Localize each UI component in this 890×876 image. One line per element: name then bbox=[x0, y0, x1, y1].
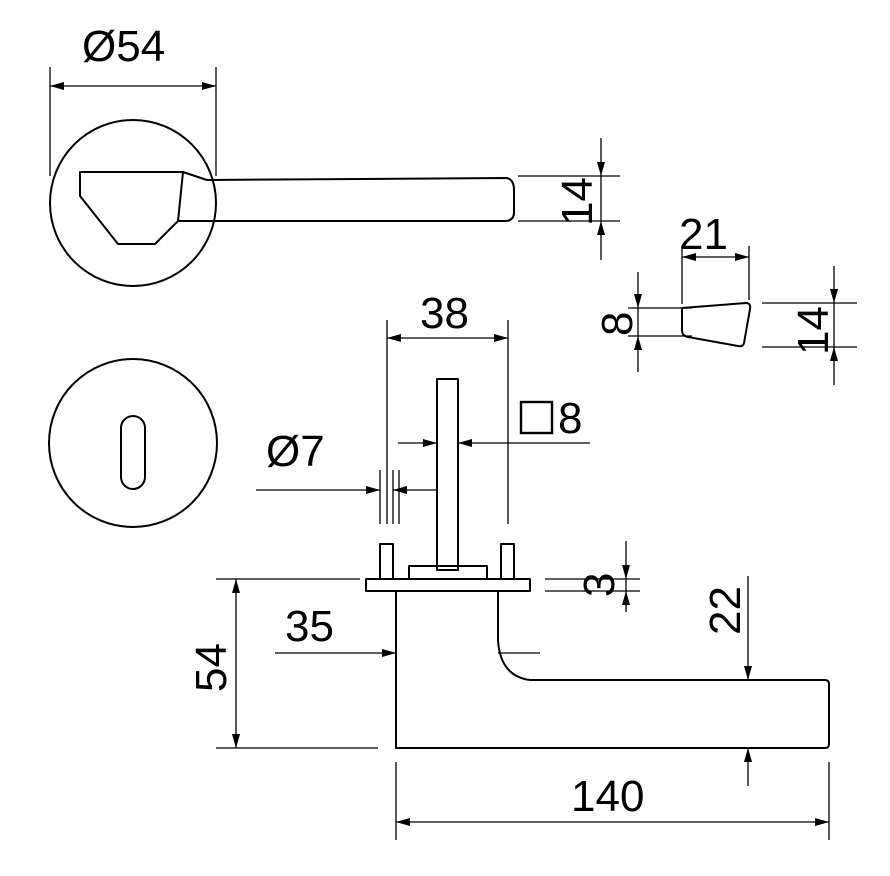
profile-width-label: 21 bbox=[679, 210, 728, 259]
lever-length-label: 140 bbox=[571, 772, 644, 821]
keyhole bbox=[120, 415, 146, 490]
screw-diameter-label: Ø7 bbox=[266, 427, 325, 476]
rose-thickness-dimension: 3 bbox=[545, 541, 640, 612]
lever-side-view bbox=[365, 378, 830, 749]
square-symbol bbox=[519, 400, 554, 435]
lever-height-dimension: 14 bbox=[518, 138, 620, 260]
projection-label: 38 bbox=[420, 289, 469, 338]
rose-diameter-label: Ø54 bbox=[82, 22, 165, 71]
key-escutcheon bbox=[48, 358, 218, 528]
profile-width-dimension: 21 bbox=[679, 210, 750, 304]
lever-depth-dimension: 54 bbox=[187, 578, 378, 749]
screw-diameter-dimension: Ø7 bbox=[256, 427, 437, 524]
lever-length-dimension: 140 bbox=[395, 762, 830, 840]
profile-height-label: 14 bbox=[789, 306, 838, 355]
profile-top-label: 8 bbox=[593, 312, 642, 336]
lever-offset-dimension: 22 bbox=[701, 576, 752, 786]
lever-profile-section bbox=[681, 302, 752, 348]
projection-dimension: 38 bbox=[386, 289, 509, 524]
lever-neck-dimension: 35 bbox=[275, 602, 540, 657]
lever-height-label: 14 bbox=[553, 177, 602, 226]
profile-height-dimension: 14 bbox=[762, 266, 857, 385]
lever-neck-label: 35 bbox=[285, 602, 334, 651]
spindle-label: 8 bbox=[558, 394, 582, 443]
spindle-dimension: 8 bbox=[398, 394, 590, 447]
lever-depth-label: 54 bbox=[187, 643, 236, 692]
lever-offset-label: 22 bbox=[701, 586, 750, 635]
rose-diameter-dimension: Ø54 bbox=[49, 22, 217, 176]
rose-thickness-label: 3 bbox=[575, 573, 624, 597]
lever-top-view bbox=[49, 119, 515, 287]
profile-top-dimension: 8 bbox=[593, 272, 692, 372]
